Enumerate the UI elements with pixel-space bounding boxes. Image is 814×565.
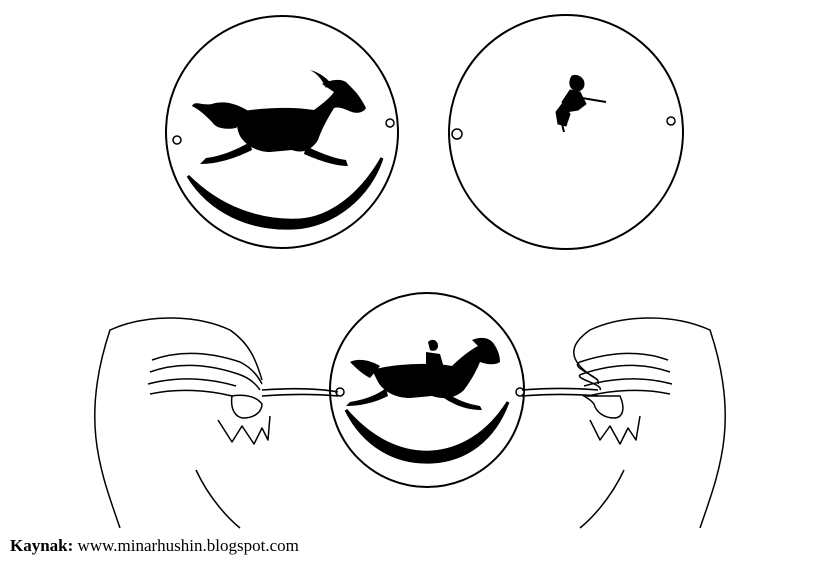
thaumatrope-illustration [0,0,814,530]
string-hole-right [386,119,394,127]
string-hole-right [667,117,675,125]
string-left-twist [262,395,338,397]
disc-rocking-horse [166,16,398,248]
right-hand [574,318,726,528]
string-hole-left [173,136,181,144]
caption-source-url: www.minarhushin.blogspot.com [78,536,299,555]
disc-outline [449,15,683,249]
left-hand [95,318,270,528]
caption-label: Kaynak: [10,536,73,555]
string-hole-left [452,129,462,139]
disc-rider [449,15,683,249]
source-caption: Kaynak: www.minarhushin.blogspot.com [10,536,299,556]
string-left [262,389,338,392]
combined-disc [330,293,524,487]
string-right [522,389,598,391]
